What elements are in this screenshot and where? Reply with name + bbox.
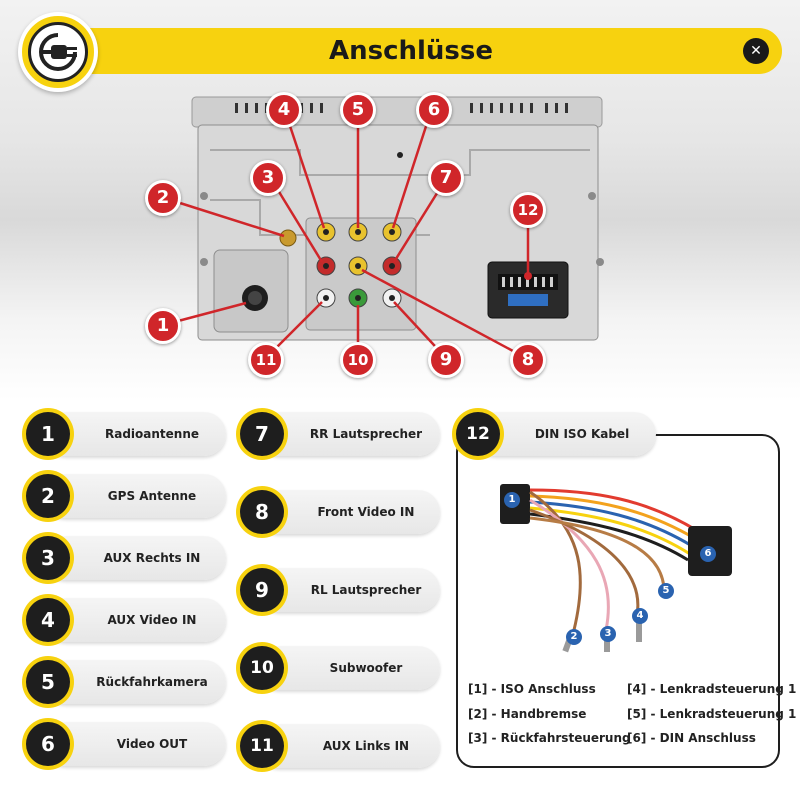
legend-item: Subwoofer 10 xyxy=(236,642,440,694)
cable-legend-item: [5] - Lenkradsteuerung 1 xyxy=(627,707,797,721)
callout-9: 9 xyxy=(428,342,464,378)
cable-marker-5: 5 xyxy=(658,583,674,599)
number-badge: 6 xyxy=(22,718,74,770)
legend-pill xyxy=(258,646,440,690)
close-button[interactable]: ✕ xyxy=(743,38,769,64)
legend-label: RL Lautsprecher xyxy=(310,583,422,597)
legend-item: GPS Antenne 2 xyxy=(22,470,226,522)
legend-label: Video OUT xyxy=(116,737,188,751)
number-badge: 10 xyxy=(236,642,288,694)
legend-label: Radioantenne xyxy=(104,427,200,441)
number-badge: 9 xyxy=(236,564,288,616)
callout-11: 11 xyxy=(248,342,284,378)
legend-item: Radioantenne 1 xyxy=(22,408,226,460)
legend-label: AUX Rechts IN xyxy=(103,551,201,565)
callout-2: 2 xyxy=(145,180,181,216)
legend-label: RR Lautsprecher xyxy=(309,427,423,441)
number-badge: 1 xyxy=(22,408,74,460)
legend-label: Rückfahrkamera xyxy=(96,675,208,689)
callout-4: 4 xyxy=(266,92,302,128)
cable-legend-item: [1] - ISO Anschluss xyxy=(468,682,596,696)
legend-pill xyxy=(258,490,440,534)
callout-3: 3 xyxy=(250,160,286,196)
legend-pill xyxy=(258,412,440,456)
legend-pill xyxy=(44,536,226,580)
legend-item: AUX Links IN 11 xyxy=(236,720,440,772)
legend-item: AUX Rechts IN 3 xyxy=(22,532,226,584)
callout-6: 6 xyxy=(416,92,452,128)
legend-pill xyxy=(44,412,226,456)
legend-label: Subwoofer xyxy=(329,661,403,675)
power-plug-icon xyxy=(28,22,88,82)
cable-legend-item: [3] - Rückfahrsteuerung xyxy=(468,731,631,745)
number-badge: 8 xyxy=(236,486,288,538)
header-bar: Anschlüsse xyxy=(40,28,782,74)
number-badge: 2 xyxy=(22,470,74,522)
legend-pill xyxy=(258,568,440,612)
cable-legend-item: [4] - Lenkradsteuerung 1 xyxy=(627,682,797,696)
page-title: Anschlüsse xyxy=(328,36,494,66)
legend-label: DIN ISO Kabel xyxy=(534,427,630,441)
legend-pill xyxy=(44,474,226,518)
cable-marker-3: 3 xyxy=(600,626,616,642)
legend-item: RL Lautsprecher 9 xyxy=(236,564,440,616)
callout-10: 10 xyxy=(340,342,376,378)
legend-label: AUX Video IN xyxy=(107,613,197,627)
legend-pill xyxy=(474,412,656,456)
callout-8: 8 xyxy=(510,342,546,378)
device-rear-panel xyxy=(162,96,604,360)
legend-pill xyxy=(44,598,226,642)
cable-marker-6: 6 xyxy=(700,546,716,562)
cable-legend-item: [2] - Handbremse xyxy=(468,707,587,721)
legend-item: Video OUT 6 xyxy=(22,718,226,770)
callout-12: 12 xyxy=(510,192,546,228)
number-badge: 4 xyxy=(22,594,74,646)
cable-marker-2: 2 xyxy=(566,629,582,645)
number-badge: 11 xyxy=(236,720,288,772)
callout-7: 7 xyxy=(428,160,464,196)
number-badge: 5 xyxy=(22,656,74,708)
number-badge: 3 xyxy=(22,532,74,584)
number-badge: 12 xyxy=(452,408,504,460)
legend-item: Front Video IN 8 xyxy=(236,486,440,538)
cable-marker-4: 4 xyxy=(632,608,648,624)
legend-pill xyxy=(44,722,226,766)
cable-marker-1: 1 xyxy=(504,492,520,508)
power-plug-badge xyxy=(18,12,98,92)
legend-item: RR Lautsprecher 7 xyxy=(236,408,440,460)
callout-1: 1 xyxy=(145,308,181,344)
legend-item: AUX Video IN 4 xyxy=(22,594,226,646)
legend-label: GPS Antenne xyxy=(107,489,197,503)
legend-pill xyxy=(258,724,440,768)
number-badge: 7 xyxy=(236,408,288,460)
cable-legend-item: [6] - DIN Anschluss xyxy=(627,731,756,745)
legend-item: Rückfahrkamera 5 xyxy=(22,656,226,708)
legend-item: DIN ISO Kabel 12 xyxy=(452,408,656,460)
legend-label: AUX Links IN xyxy=(322,739,410,753)
legend-pill xyxy=(44,660,226,704)
legend-label: Front Video IN xyxy=(317,505,415,519)
callout-5: 5 xyxy=(340,92,376,128)
